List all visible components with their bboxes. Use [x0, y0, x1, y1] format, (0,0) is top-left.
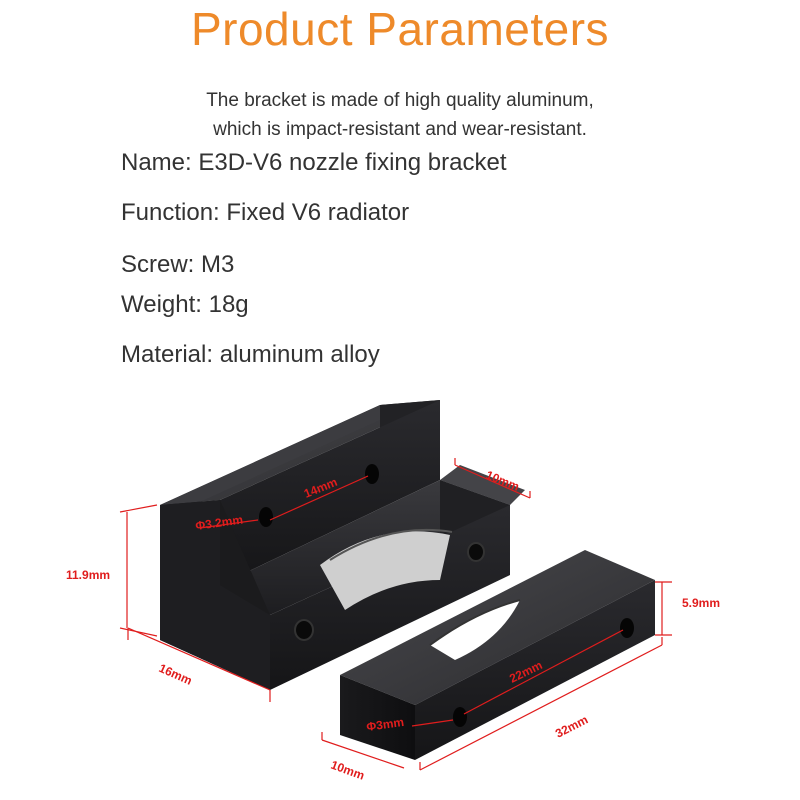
page-title: Product Parameters	[190, 3, 610, 55]
param-material: Material: aluminum alloy	[121, 341, 380, 368]
param-function: Function: Fixed V6 radiator	[121, 199, 410, 226]
product-description: The bracket is made of high quality alum…	[0, 86, 800, 144]
param-weight: Weight: 18g	[121, 291, 249, 318]
param-screw: Screw: M3	[121, 251, 235, 278]
dim-length-bottom: 32mm	[553, 712, 590, 740]
dimension-lines	[119, 458, 672, 771]
dim-width-top: 16mm	[157, 661, 194, 688]
param-name: Name: E3D-V6 nozzle fixing bracket	[121, 149, 507, 176]
dim-width-bottom: 10mm	[329, 758, 366, 783]
dim-hole-dia-bottom: Φ3mm	[365, 715, 404, 734]
lower-bracket	[340, 550, 655, 760]
description-line-1: The bracket is made of high quality alum…	[206, 90, 594, 111]
dim-hole-dia-top: Φ3.2mm	[194, 512, 243, 533]
dim-height-bottom: 5.9mm	[682, 596, 720, 610]
description-line-2: which is impact-resistant and wear-resis…	[213, 119, 587, 140]
product-photo: 14mm Φ3.2mm 10mm 11.9mm 16mm 5.9mm 22mm …	[66, 400, 720, 783]
upper-bracket	[160, 400, 525, 690]
dim-height-top: 11.9mm	[66, 568, 110, 582]
